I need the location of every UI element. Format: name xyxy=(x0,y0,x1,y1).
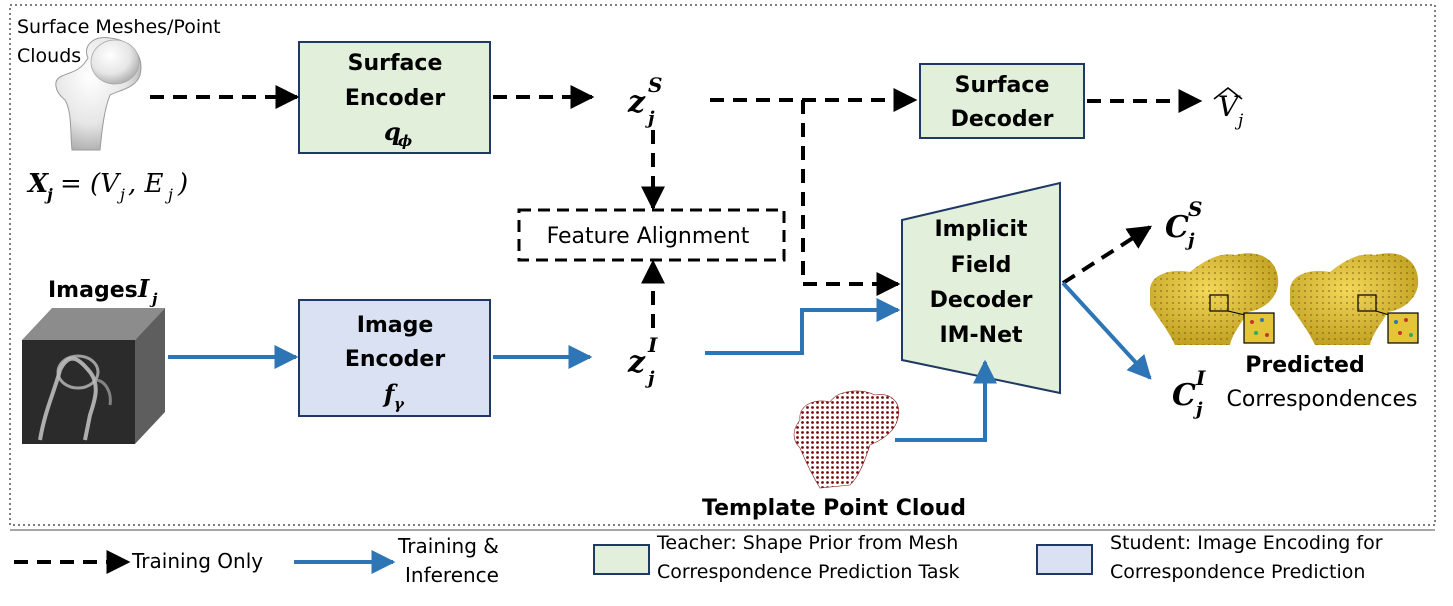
svg-text:j: j xyxy=(165,185,173,204)
feature-alignment-label: Feature Alignment xyxy=(547,224,750,249)
implicit-decoder-line4: IM-Net xyxy=(939,323,1023,348)
surface-encoder-line1: Surface xyxy=(348,51,443,76)
svg-text:j: j xyxy=(117,185,125,204)
svg-text:j: j xyxy=(44,185,53,204)
outer-frame xyxy=(9,4,1436,526)
svg-text:, E: , E xyxy=(128,169,164,199)
template-point-cloud-icon xyxy=(793,390,900,489)
surface-decoder-box xyxy=(919,63,1085,139)
legend-training-inference-1: Training & xyxy=(397,534,499,558)
image-encoder-line2: Encoder xyxy=(345,347,446,372)
legend-teacher-swatch xyxy=(593,544,650,575)
surface-decoder-line1: Surface xyxy=(955,73,1050,98)
svg-text:j: j xyxy=(1185,230,1195,251)
svg-text:S: S xyxy=(1188,197,1202,221)
blue-arrows xyxy=(168,281,1152,442)
image-encoder-box xyxy=(298,299,491,417)
image-encoder-line1: Image xyxy=(357,313,434,338)
latent-ci: C I j xyxy=(1172,366,1206,420)
mesh-formula: X j = (V j , E j ) xyxy=(26,169,188,204)
svg-text:j: j xyxy=(149,290,158,308)
svg-text:j: j xyxy=(1234,111,1244,131)
latent-zi: z I j xyxy=(627,333,658,389)
images-label: Images I j xyxy=(48,274,158,308)
svg-text:I: I xyxy=(647,333,658,357)
surface-input-label-2: Clouds xyxy=(17,45,81,67)
legend-teacher-1: Teacher: Shape Prior from Mesh xyxy=(656,532,958,554)
template-point-cloud-label: Template Point Cloud xyxy=(702,496,966,521)
svg-text:z: z xyxy=(627,85,646,120)
surface-encoder-param: q ϕ xyxy=(384,117,412,150)
legend-student-1: Student: Image Encoding for xyxy=(1110,532,1383,554)
implicit-decoder-line1: Implicit xyxy=(934,217,1028,242)
svg-text:C: C xyxy=(1165,210,1189,245)
surface-decoder-line2: Decoder xyxy=(951,107,1054,132)
svg-text:ϕ: ϕ xyxy=(398,132,412,150)
legend-student-2: Correspondence Prediction xyxy=(1110,561,1365,583)
image-encoder-param: f γ xyxy=(382,379,405,413)
legend-training-inference-2: Inference xyxy=(405,563,499,587)
svg-text:γ: γ xyxy=(394,395,405,413)
svg-text:j: j xyxy=(645,108,655,129)
legend-training-only: Training Only xyxy=(131,549,263,573)
dashed-arrows xyxy=(150,85,1203,328)
image-volume-cube xyxy=(22,308,165,444)
svg-text:j: j xyxy=(645,368,655,389)
svg-text:C: C xyxy=(1172,378,1196,413)
svg-text:Images: Images xyxy=(48,278,138,303)
svg-text:V: V xyxy=(1218,90,1241,123)
implicit-decoder-line2: Field xyxy=(951,253,1012,278)
implicit-decoder-line3: Decoder xyxy=(930,288,1033,313)
svg-text:S: S xyxy=(648,73,662,97)
latent-cs: C S j xyxy=(1165,197,1202,251)
surface-input-label-1: Surface Meshes/Point xyxy=(17,16,221,38)
latent-zs: z S j xyxy=(627,73,662,129)
legend-teacher-2: Correspondence Prediction Task xyxy=(657,561,959,583)
predicted-label-2: Correspondences xyxy=(1227,387,1418,412)
latent-vhat: V j xyxy=(1213,86,1244,131)
svg-text:f: f xyxy=(382,379,398,408)
legend-student-swatch xyxy=(1036,544,1093,575)
svg-text:j: j xyxy=(1193,399,1203,420)
surface-encoder-line2: Encoder xyxy=(345,86,446,111)
predicted-femur-2 xyxy=(1290,253,1419,345)
femur-mesh-icon xyxy=(55,36,142,151)
svg-text:): ) xyxy=(177,169,188,199)
predicted-femur-1 xyxy=(1150,253,1279,345)
svg-text:I: I xyxy=(137,274,150,303)
predicted-label-1: Predicted xyxy=(1245,353,1364,378)
svg-text:X: X xyxy=(26,169,50,199)
svg-text:q: q xyxy=(384,117,401,146)
legend: Training Only Training & Inference Teach… xyxy=(14,532,1383,587)
surface-encoder-box xyxy=(298,41,491,154)
svg-text:z: z xyxy=(627,345,646,380)
svg-text:= (V: = (V xyxy=(60,169,121,199)
svg-text:I: I xyxy=(1195,366,1206,390)
implicit-decoder-box xyxy=(901,181,1061,395)
